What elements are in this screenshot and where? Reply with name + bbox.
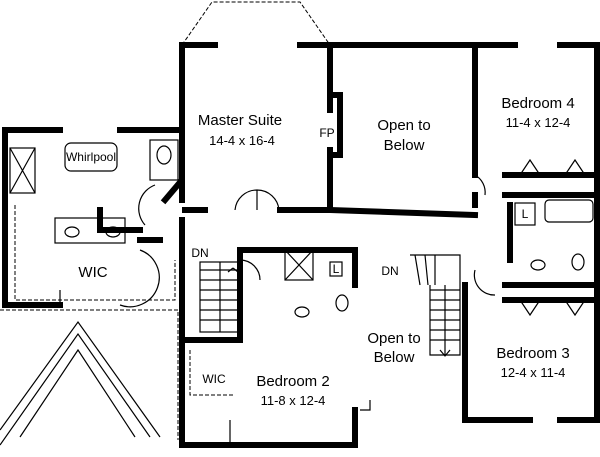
dn-right-label: DN (381, 264, 398, 278)
linen-label: L (333, 262, 340, 276)
open-to-below-top-line1: Open to (377, 117, 430, 134)
linen2-label: L (522, 207, 529, 221)
roof-lines (0, 309, 179, 446)
master-suite-label: Master Suite (198, 112, 282, 129)
open-to-below-mid-line1: Open to (367, 330, 420, 347)
stairs-right (410, 254, 461, 357)
bath34-fixtures (514, 199, 594, 271)
dn-left-label: DN (191, 246, 208, 260)
walls (2, 42, 600, 448)
master-suite-size: 14-4 x 16-4 (209, 133, 275, 148)
bedroom3-size: 12-4 x 11-4 (501, 365, 566, 380)
open-to-below-mid-line2: Below (374, 349, 415, 366)
bath2-fixtures (284, 249, 349, 318)
bedroom3-label: Bedroom 3 (496, 345, 569, 362)
bedroom2-label: Bedroom 2 (256, 373, 329, 390)
fireplace-label: FP (319, 126, 334, 140)
wic-master-label: WIC (78, 264, 107, 281)
doors (59, 158, 586, 445)
bedroom4-label: Bedroom 4 (501, 95, 574, 112)
whirlpool-label: Whirlpool (66, 150, 116, 164)
bedroom4-size: 11-4 x 12-4 (506, 115, 571, 130)
bay-window (181, 1, 331, 46)
wic-bed2-label: WIC (202, 372, 226, 386)
open-to-below-top-line2: Below (384, 137, 425, 154)
stairs-left (199, 261, 241, 333)
master-bath-fixtures (9, 139, 179, 301)
bedroom2-size: 11-8 x 12-4 (261, 393, 326, 408)
